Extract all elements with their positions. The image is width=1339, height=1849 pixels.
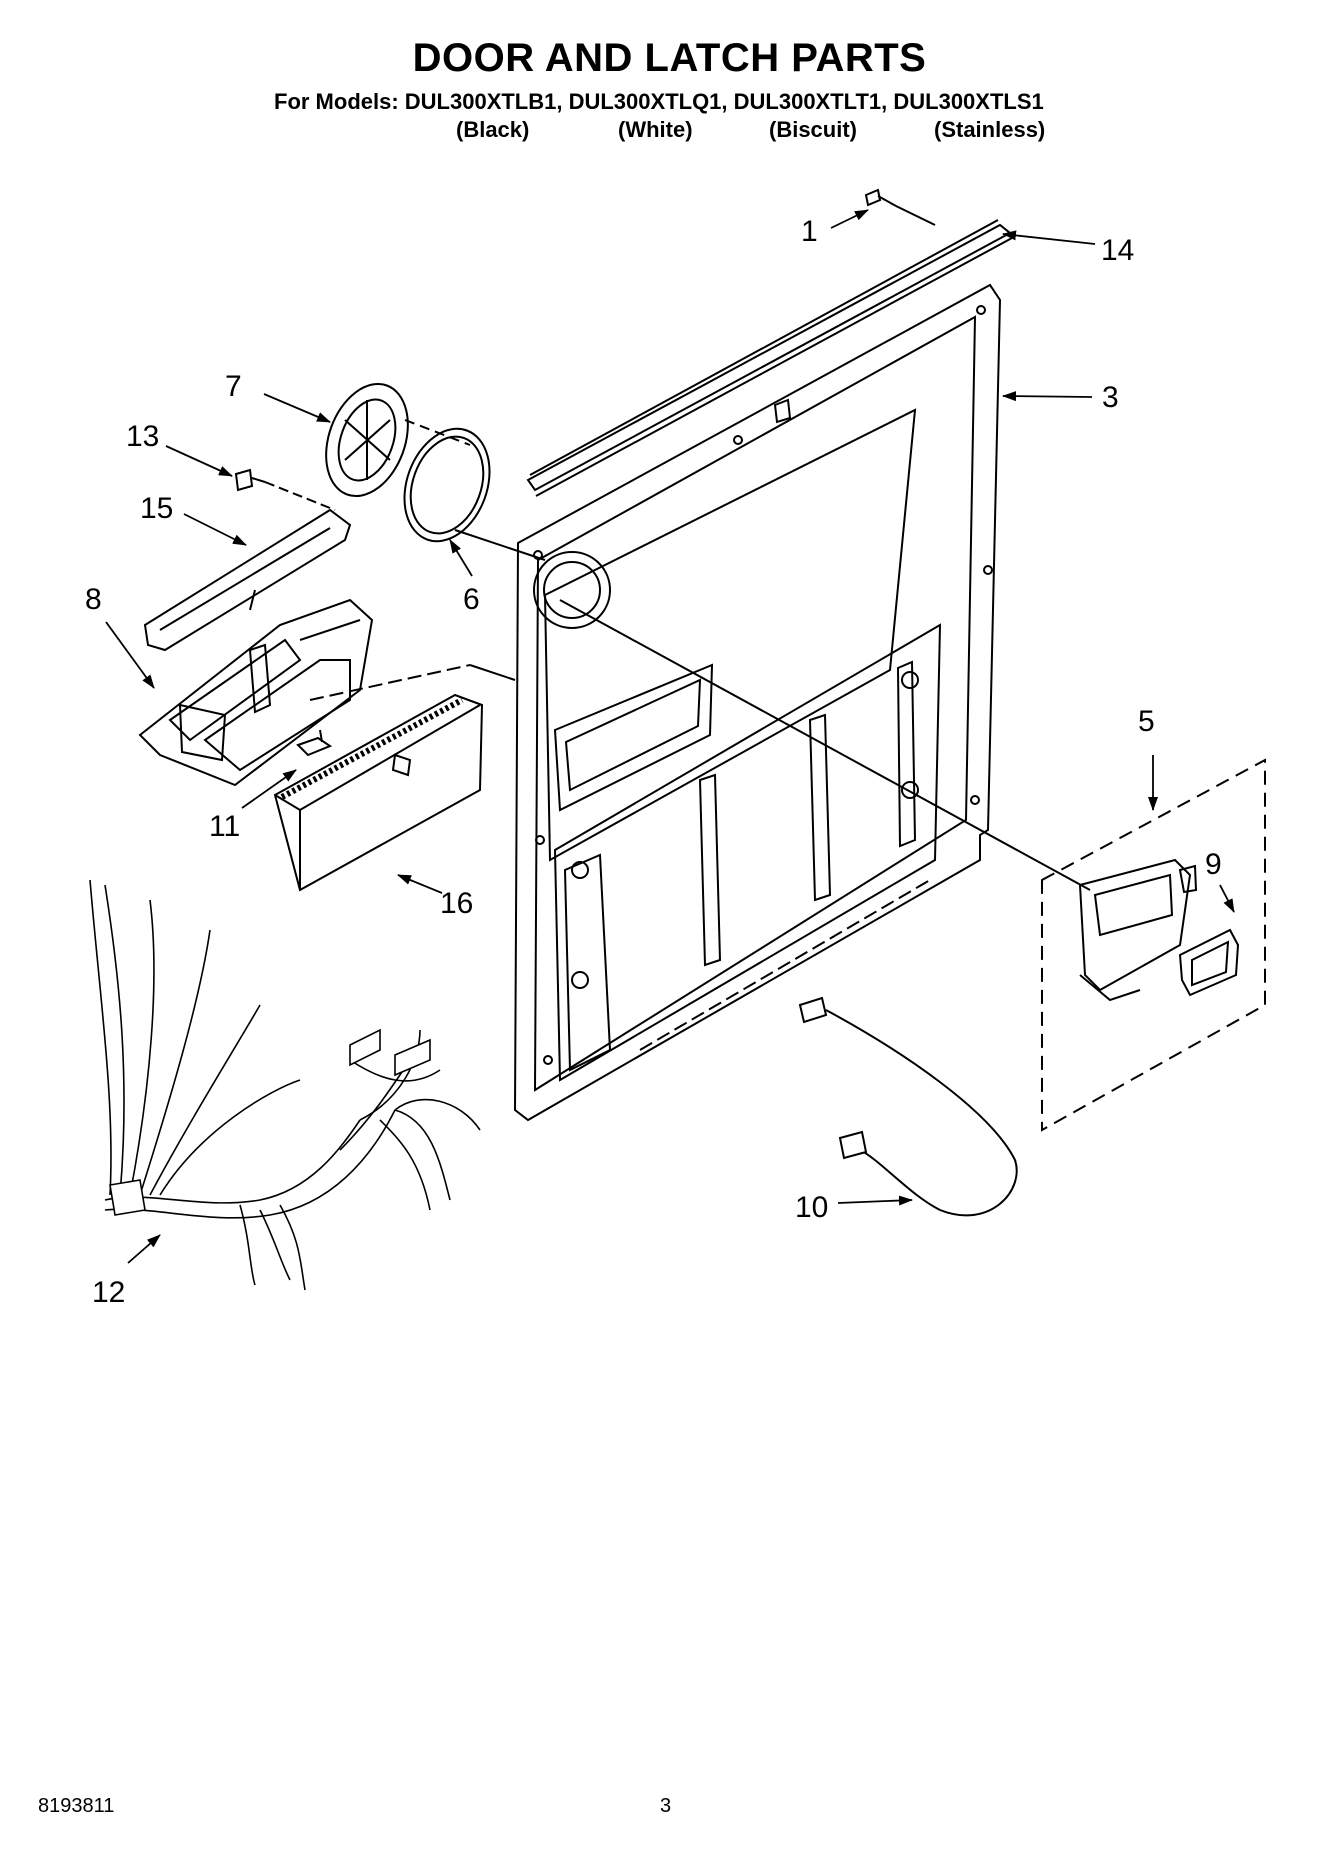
- callout-12: 12: [92, 1276, 125, 1309]
- wire-harness: [89, 879, 481, 1291]
- callout-10: 10: [795, 1191, 828, 1224]
- callout-9: 9: [1205, 848, 1222, 881]
- callout-7: 7: [225, 370, 242, 403]
- color-label-white: (White): [618, 117, 693, 142]
- handle-bracket: [143, 508, 352, 652]
- callout-6: 6: [463, 583, 480, 616]
- callout-13: 13: [126, 420, 159, 453]
- latch-clip: [296, 729, 333, 757]
- models-line: For Models: DUL300XTLB1, DUL300XTLQ1, DU…: [274, 89, 1044, 114]
- document-number: 8193811: [38, 1795, 115, 1817]
- callout-labels: 1 14 3 7 13 15 6 8 5 9 11 16 10 12: [85, 215, 1222, 1309]
- latch-housing: [138, 598, 516, 787]
- callout-3: 3: [1102, 381, 1119, 414]
- callout-1: 1: [801, 215, 818, 248]
- top-trim-strip: [526, 219, 1013, 497]
- color-label-black: (Black): [456, 117, 530, 142]
- connector-cable: [798, 996, 1018, 1217]
- callout-5: 5: [1138, 705, 1155, 738]
- leader-lines: [105, 209, 1235, 1264]
- color-label-stainless: (Stainless): [934, 117, 1046, 142]
- color-label-biscuit: (Biscuit): [769, 117, 857, 142]
- top-screw: [864, 188, 936, 226]
- callout-14: 14: [1101, 234, 1134, 267]
- callout-16: 16: [440, 887, 473, 920]
- page-number: 3: [660, 1795, 672, 1817]
- control-module-group: [559, 599, 1266, 1132]
- vent-duct: [273, 693, 484, 892]
- callout-11: 11: [209, 810, 240, 843]
- callout-8: 8: [85, 583, 102, 616]
- vent-assembly: [325, 382, 546, 561]
- page-title: DOOR AND LATCH PARTS: [412, 36, 927, 80]
- inner-door-panel: [513, 283, 1002, 1122]
- handle-screw: [234, 468, 336, 511]
- callout-15: 15: [140, 492, 173, 525]
